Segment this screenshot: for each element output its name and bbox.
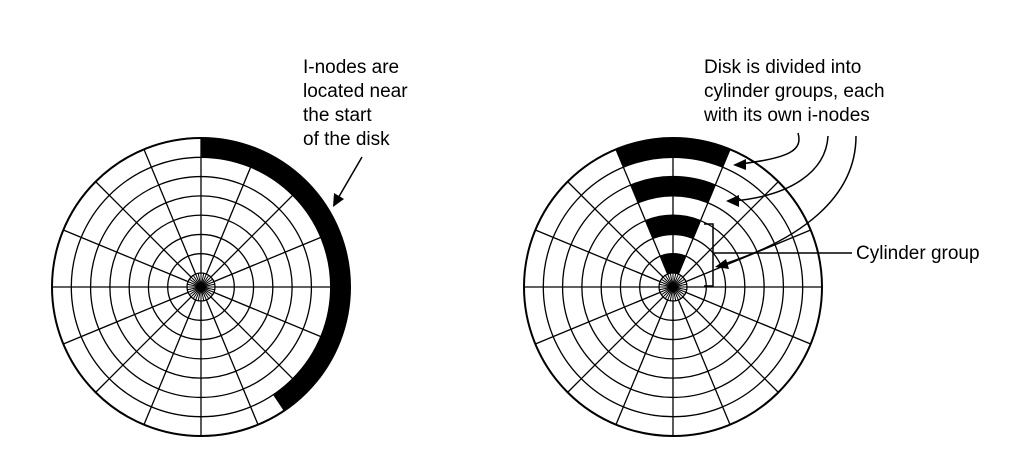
right-sector-line-10: [615, 299, 669, 425]
right-sector-line-12: [535, 291, 661, 345]
right-annotation-line-2: cylinder groups, each: [704, 81, 885, 102]
right-sector-line-11: [567, 296, 664, 393]
right-spindle: [670, 284, 676, 290]
disk-right: [523, 137, 823, 437]
left-sector-line-11: [95, 296, 192, 393]
left-annotation-line-3: the start: [303, 105, 372, 126]
right-sector-line-14: [535, 229, 661, 283]
left-annotation-arrow: [333, 156, 363, 207]
right-sector-line-8: [677, 299, 731, 425]
left-sector-line-3: [210, 181, 307, 278]
left-sector-line-7: [210, 296, 307, 393]
right-sector-line-3: [682, 181, 779, 278]
right-annotation-line-1: Disk is divided into: [704, 57, 861, 78]
cylinder-group-bracket: [704, 223, 852, 287]
right-sector-line-15: [567, 181, 664, 278]
right-sector-line-7: [682, 296, 779, 393]
left-sector-line-10: [143, 299, 197, 425]
right-sector-line-2: [677, 149, 731, 275]
right-annotation: Disk is divided into cylinder groups, ea…: [703, 57, 885, 126]
left-sector-line-6: [213, 291, 339, 345]
left-sector-line-4: [213, 229, 339, 283]
right-arrowheads: [715, 159, 746, 269]
disk-left: [51, 137, 351, 437]
left-sector-line-12: [63, 291, 189, 345]
left-inode-region-1: [201, 138, 351, 411]
left-annotation-line-2: located near: [303, 81, 408, 102]
left-spindle: [198, 284, 204, 290]
right-sector-line-16: [615, 149, 669, 275]
left-annotation-line-1: I-nodes are: [303, 57, 399, 78]
left-sector-line-14: [63, 229, 189, 283]
left-sector-line-2: [205, 149, 259, 275]
right-sector-line-6: [685, 291, 811, 345]
right-annotation-arrows: [720, 132, 857, 266]
left-sector-line-16: [143, 149, 197, 275]
left-annotation-line-4: of the disk: [303, 129, 390, 150]
left-sector-line-8: [205, 299, 259, 425]
cylinder-group-label: Cylinder group: [856, 243, 980, 264]
left-sector-line-15: [95, 181, 192, 278]
right-annotation-line-3: with its own i-nodes: [703, 105, 870, 126]
left-annotation: I-nodes are located near the start of th…: [303, 57, 408, 150]
